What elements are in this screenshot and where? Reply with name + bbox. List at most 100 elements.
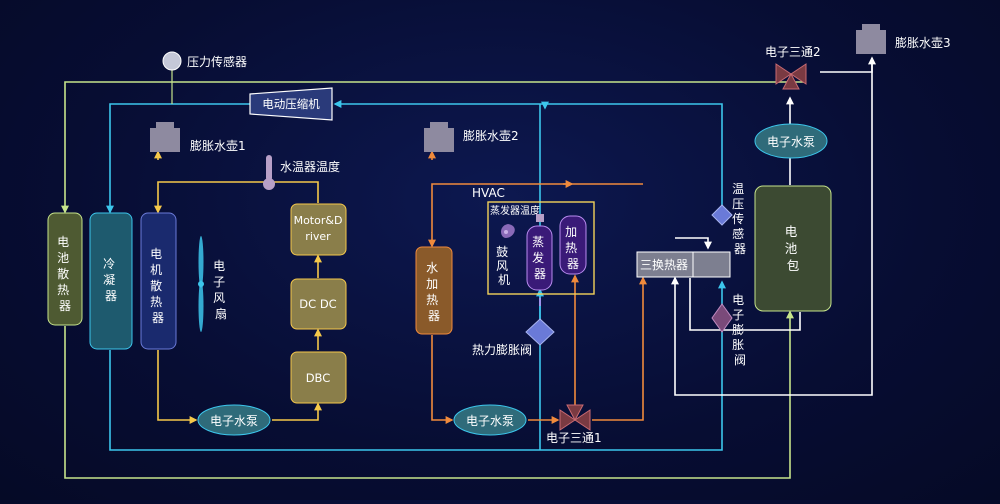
- pressure-sensor-label: 压力传感器: [187, 54, 247, 69]
- three-way-1-label: 电子三通1: [546, 431, 602, 445]
- three-way-valve-icon: [559, 404, 591, 431]
- three-way-valve-icon: [775, 63, 807, 90]
- electronic-pump-right: 电子水泵: [754, 123, 828, 159]
- dbc-label: DBC: [306, 371, 331, 385]
- blower-char: 机: [498, 273, 510, 287]
- dcdc-label: DC DC: [299, 297, 336, 311]
- compressor-label: 电动压缩机: [262, 97, 320, 111]
- expansion-tank-1-icon: [150, 122, 180, 152]
- condenser: 冷 凝 器: [89, 212, 133, 350]
- svg-text:电 子 风 扇: 电 子 风 扇: [213, 259, 229, 321]
- battery-pack-char: 池: [785, 241, 798, 256]
- heater-char: 加: [565, 225, 577, 239]
- three-way-valve-1: 电子三通1: [546, 404, 602, 445]
- temp-pressure-sensor: 温 压 传 感 器: [711, 182, 748, 256]
- exp-valve-char: 阀: [734, 353, 746, 367]
- condenser-char: 器: [105, 289, 117, 303]
- condenser-char: 凝: [103, 272, 115, 287]
- pump-left-label: 电子水泵: [210, 414, 258, 428]
- hvac-unit: HVAC 蒸发器温度 鼓 风 机 蒸 发 器 加 热 器: [472, 186, 595, 295]
- thermal-valve-label: 热力膨胀阀: [472, 343, 532, 357]
- battery-pack-char: 电: [785, 224, 798, 239]
- dcdc-converter: DC DC: [290, 278, 347, 330]
- svg-text:蒸 发 器: 蒸 发 器: [532, 235, 548, 281]
- heater-char: 热: [565, 241, 577, 255]
- svg-text:鼓 风 机: 鼓 风 机: [496, 245, 512, 287]
- svg-text:电 池 散 热: 电 池 散 热 器: [57, 235, 73, 313]
- pump-icon: [453, 404, 527, 436]
- electronic-fan: 电 子 风 扇: [198, 236, 229, 332]
- evaporator-char: 发: [532, 250, 544, 265]
- temp-pressure-char: 压: [732, 197, 744, 211]
- heater-char: 器: [567, 257, 579, 271]
- svg-text:温 压 传 感: 温 压 传 感 器: [732, 182, 748, 256]
- temp-pressure-char: 传: [732, 211, 744, 226]
- blower-icon: [501, 224, 515, 238]
- pressure-sensor: 压力传感器: [162, 51, 247, 104]
- blower-char: 鼓: [496, 245, 508, 259]
- electronic-pump-left: 电子水泵: [197, 404, 271, 436]
- water-heater-char: 器: [428, 309, 440, 323]
- motor-driver: Motor&D river: [290, 203, 347, 256]
- dbc-unit: DBC: [290, 351, 347, 404]
- expansion-tank-3-icon: [856, 24, 886, 54]
- exp-valve-char: 子: [732, 308, 744, 322]
- exp-valve-char: 膨: [732, 323, 744, 337]
- svg-text:电 机 散 热: 电 机 散 热 器: [150, 247, 166, 325]
- battery-radiator: 电 池 散 热 器: [47, 212, 83, 326]
- sensor-diamond-icon: [711, 204, 733, 226]
- water-heater: 水 加 热 器: [415, 246, 453, 335]
- electronic-expansion-valve: 电 子 膨 胀 阀: [711, 293, 748, 367]
- pump-right-label: 电子水泵: [767, 135, 815, 149]
- svg-text:加 热 器: 加 热 器: [565, 225, 581, 271]
- battery-radiator-char: 散: [57, 266, 69, 281]
- electronic-pump-mid: 电子水泵: [453, 404, 527, 436]
- valve-diamond-icon: [711, 303, 733, 333]
- svg-text:水 加 热 器: 水 加 热 器: [426, 261, 442, 323]
- exp-valve-char: 电: [732, 293, 744, 307]
- expansion-tank-1-label: 膨胀水壶1: [190, 138, 246, 153]
- three-way-2-label: 电子三通2: [765, 45, 821, 59]
- temp-pressure-char: 感: [732, 226, 744, 241]
- motor-radiator: 电 机 散 热 器: [140, 212, 177, 350]
- evaporator: [526, 225, 553, 291]
- electronic-fan-char: 子: [213, 275, 225, 289]
- evaporator-char: 蒸: [532, 235, 544, 249]
- expansion-tank-3: 膨胀水壶3: [856, 24, 951, 54]
- pump-icon: [754, 123, 828, 159]
- hvac-label: HVAC: [472, 186, 505, 200]
- motor-radiator-char: 热: [150, 295, 162, 309]
- evap-temp-probe-icon: [536, 214, 544, 222]
- motor-driver-label: Motor&D: [294, 214, 343, 227]
- expansion-tank-2-label: 膨胀水壶2: [463, 128, 519, 143]
- water-temp-label: 水温器温度: [280, 159, 340, 174]
- orange-heater-loop: [428, 150, 647, 424]
- motor-radiator-char: 机: [150, 263, 162, 277]
- water-heater-char: 热: [426, 293, 438, 307]
- electronic-fan-char: 风: [213, 291, 225, 305]
- expansion-tank-3-label: 膨胀水壶3: [895, 35, 951, 50]
- svg-text:电 子 膨 胀: 电 子 膨 胀 阀: [732, 293, 748, 367]
- valve-diamond-icon: [525, 318, 555, 346]
- pump-mid-label: 电子水泵: [466, 414, 514, 428]
- evap-temp-label: 蒸发器温度: [490, 204, 540, 217]
- electronic-fan-char: 电: [213, 259, 225, 273]
- expansion-tank-1: 膨胀水壶1: [150, 122, 246, 153]
- motor-radiator-char: 器: [152, 311, 164, 325]
- expansion-tank-2: 膨胀水壶2: [424, 122, 519, 152]
- yellow-motor-loop: [154, 150, 322, 424]
- pressure-sensor-icon: [162, 51, 182, 71]
- temp-pressure-char: 温: [732, 182, 744, 196]
- svg-text:冷 凝 器: 冷 凝 器: [103, 257, 119, 303]
- electric-compressor: 电动压缩机: [249, 87, 333, 121]
- svg-text:电 池 包: 电 池 包: [785, 224, 802, 273]
- water-heater-char: 水: [426, 261, 438, 275]
- fan-icon: [198, 236, 204, 332]
- battery-radiator-char: 电: [57, 235, 69, 249]
- temp-pressure-char: 器: [734, 242, 746, 256]
- condenser-char: 冷: [103, 257, 115, 271]
- heater: [559, 215, 587, 275]
- battery-radiator-char: 池: [57, 251, 69, 265]
